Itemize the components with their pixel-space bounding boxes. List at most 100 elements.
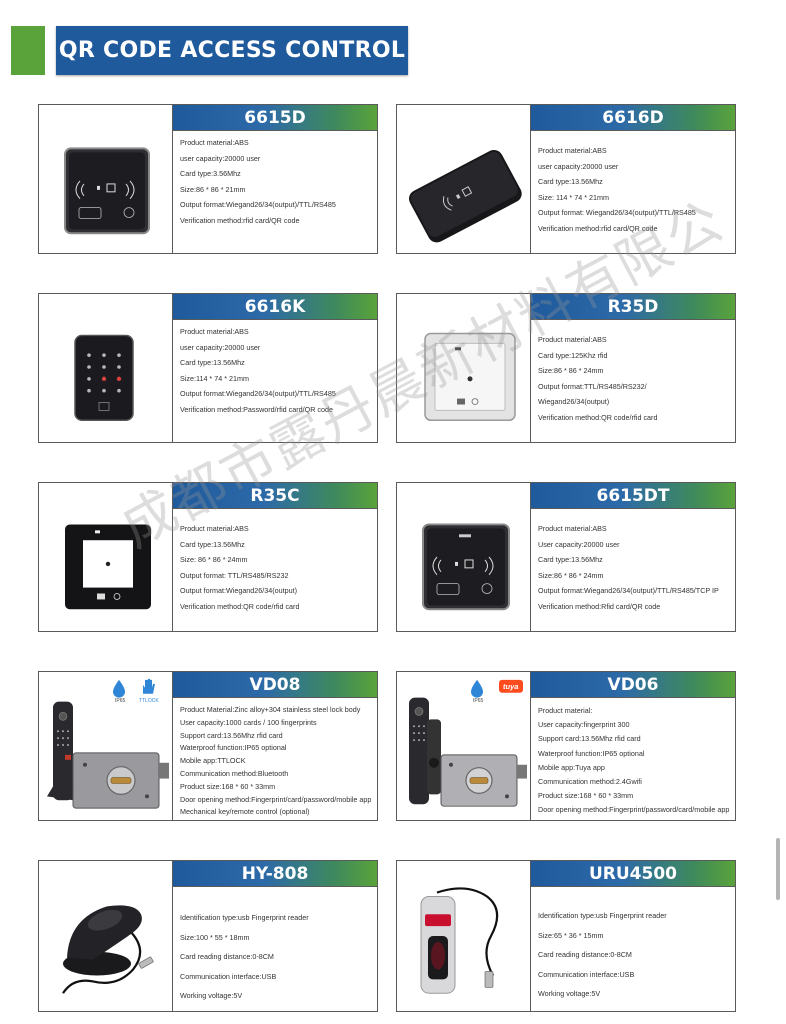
spec-line: Communication interface:USB (180, 971, 277, 981)
spec-line: Identification type:usb Fingerprint read… (538, 911, 667, 920)
spec-line: Verification method:QR code/rfid card (538, 412, 658, 422)
spec-line: Size:86 * 86 * 21mm (180, 184, 246, 194)
product-card-6616d: 6616D Product material:ABS user capacity… (396, 104, 736, 254)
spec-line: Working voltage:5V (180, 991, 243, 1001)
spec-line: Mechanical key/remote control (optional) (180, 807, 310, 817)
spec-line: Communication interface:USB (538, 969, 635, 979)
product-card-vd06: VD06 IP65 tuya Product material: User ca… (396, 671, 736, 821)
spec-line: Card reading distance:0-8CM (538, 950, 632, 960)
spec-list: Product material: User capacity:fingerpr… (538, 704, 733, 818)
badge-label-ttlock: TTLOCK (139, 698, 159, 704)
spec-line: Size:65 * 36 * 15mm (538, 930, 604, 940)
spec-line: Product material:ABS (180, 327, 249, 336)
spec-line: Mobile app:Tuya app (538, 762, 605, 772)
spec-line: Support card:13.56Mhz rfid card (180, 730, 283, 740)
page-scrollbar[interactable] (776, 838, 780, 900)
product-image (39, 483, 173, 631)
spec-list: Product material:ABS user capacity:20000… (180, 324, 375, 417)
spec-line: Size: 114 * 74 * 21mm (538, 192, 609, 202)
spec-line: Output format:Wiegand26/34(output)/TTL/R… (538, 586, 719, 595)
spec-line: Identification type:usb Fingerprint read… (180, 913, 309, 922)
product-image (397, 672, 531, 820)
product-title: URU4500 (531, 861, 735, 887)
spec-line: Output format:Wiegand26/34(output)/TTL/R… (180, 389, 336, 398)
product-image (39, 105, 173, 253)
spec-list: Identification type:usb Fingerprint read… (538, 906, 733, 1004)
page-title: QR CODE ACCESS CONTROL (56, 26, 408, 75)
spec-line: Working voltage:5V (538, 989, 601, 999)
spec-list: Product material:ABS user capacity:20000… (180, 135, 375, 228)
product-image (397, 483, 531, 631)
spec-line: Communication method:2.4Gwifi (538, 777, 642, 787)
hand-icon (143, 678, 155, 694)
spec-line: Mobile app:TTLOCK (180, 756, 246, 766)
spec-list: Product material:ABS Card type:125Khz rf… (538, 332, 733, 425)
product-image (39, 294, 173, 442)
product-image (397, 861, 531, 1011)
spec-line: user capacity:20000 user (180, 153, 261, 163)
product-title: R35C (173, 483, 377, 509)
spec-line: Size: 86 * 86 * 24mm (180, 555, 248, 564)
spec-line: Verification method:Password/rfid card/Q… (180, 404, 334, 414)
spec-line: Output format: Wiegand26/34(output)/TTL/… (538, 208, 696, 217)
product-title: VD08 (173, 672, 377, 698)
badge-label-ip65: IP65 (115, 698, 126, 704)
spec-line: User capacity:20000 user (538, 539, 620, 549)
tuya-logo-label: tuya (503, 682, 519, 691)
spec-line: Size:86 * 86 * 24mm (538, 570, 604, 580)
product-image (39, 861, 173, 1011)
spec-line: Card type:125Khz rfid (538, 350, 608, 360)
product-title: 6616K (173, 294, 377, 320)
tuya-logo-icon (499, 679, 523, 693)
spec-line: Door opening method:Fingerprint/card/pas… (180, 794, 372, 804)
spec-line: Waterproof function:IP65 optional (180, 743, 287, 753)
spec-line: Wiegand26/34(output) (538, 397, 610, 406)
spec-list: Product material:ABS User capacity:20000… (538, 521, 733, 614)
spec-line: Card reading distance:0-8CM (180, 952, 274, 962)
spec-line: Communication method:Bluetooth (180, 768, 289, 778)
spec-line: Product material:ABS (180, 524, 249, 533)
spec-line: Verification method:rfid card/QR code (180, 215, 300, 225)
product-title: 6616D (531, 105, 735, 131)
spec-list: Product Material:Zinc alloy+304 stainles… (180, 704, 375, 819)
spec-line: Size:100 * 55 * 18mm (180, 932, 250, 942)
water-drop-icon (471, 679, 483, 698)
spec-line: User capacity:fingerprint 300 (538, 720, 630, 730)
spec-line: User capacity:1000 cards / 100 fingerpri… (180, 717, 317, 727)
header-accent-bar (11, 26, 45, 75)
spec-line: Size:114 * 74 * 21mm (180, 373, 249, 383)
product-card-uru4500: URU4500 Identification type:usb Fingerpr… (396, 860, 736, 1012)
spec-line: Verification method:rfid card/QR code (538, 223, 658, 233)
spec-line: Card type:3.56Mhz (180, 169, 241, 178)
product-title: R35D (531, 294, 735, 320)
product-image (397, 105, 531, 253)
product-card-hy-808: HY-808 Identification type:usb Fingerpri… (38, 860, 378, 1012)
spec-line: Output format: TTL/RS485/RS232 (180, 570, 289, 580)
product-title: VD06 (531, 672, 735, 698)
spec-line: Door opening method:Fingerprint/password… (538, 805, 730, 815)
spec-line: Size:86 * 86 * 24mm (538, 366, 604, 375)
spec-line: Product size:168 * 60 * 33mm (180, 781, 276, 791)
spec-line: Card type:13.56Mhz (180, 358, 245, 367)
spec-line: Support card:13.56Mhz rfid card (538, 734, 641, 744)
spec-line: Product material: (538, 706, 593, 715)
product-card-6615d: 6615D Product material:ABS user capacity… (38, 104, 378, 254)
product-image (397, 294, 531, 442)
product-card-6615dt: 6615DT Product material:ABS User capacit… (396, 482, 736, 632)
product-image (39, 672, 173, 820)
spec-line: Output format:Wiegand26/34(output)/TTL/R… (180, 200, 336, 209)
spec-line: Card type:13.56Mhz (538, 177, 603, 186)
product-card-6616k: 6616K Product material:ABS user capacity… (38, 293, 378, 443)
spec-list: Identification type:usb Fingerprint read… (180, 908, 375, 1006)
product-card-vd08: VD08 IP65 TTLOCK Product Material:Zinc a… (38, 671, 378, 821)
spec-line: Card type:13.56Mhz (538, 555, 603, 564)
spec-line: Product size:168 * 60 * 33mm (538, 791, 634, 801)
product-title: HY-808 (173, 861, 377, 887)
spec-line: Product material:ABS (180, 138, 249, 147)
product-card-r35d: R35D Product material:ABS Card type:125K… (396, 293, 736, 443)
spec-line: Product material:ABS (538, 335, 607, 344)
badge-label-ip65: IP65 (473, 698, 484, 704)
spec-line: Product material:ABS (538, 524, 607, 533)
spec-line: Verification method:QR code/rfid card (180, 601, 300, 611)
spec-line: Output format:TTL/RS485/RS232/ (538, 381, 647, 391)
